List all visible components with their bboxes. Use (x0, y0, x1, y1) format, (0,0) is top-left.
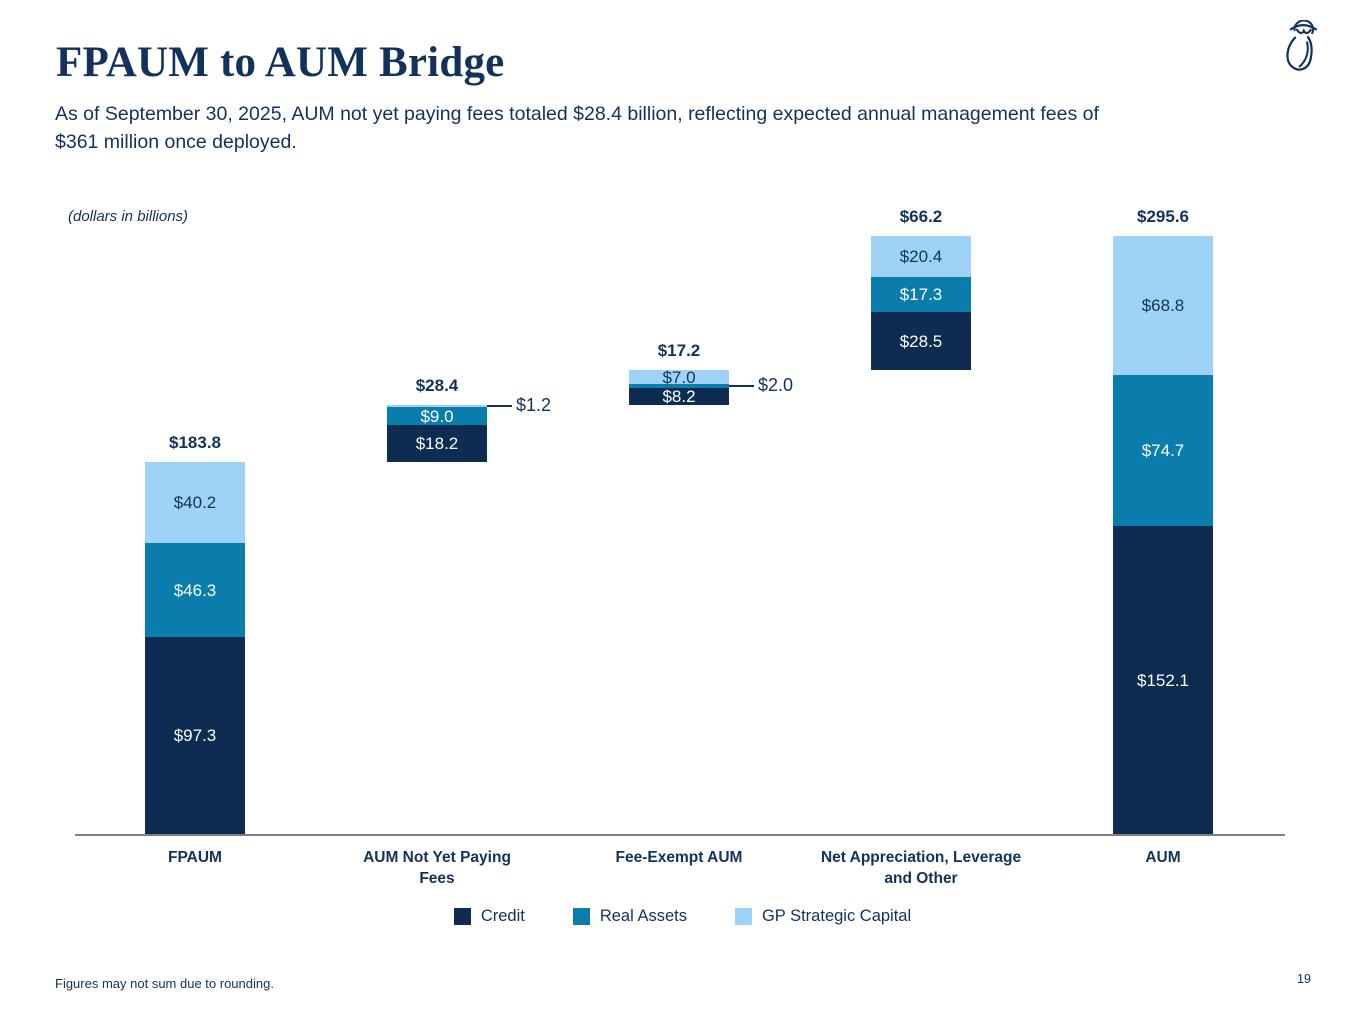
bar-total-label: $66.2 (899, 207, 943, 226)
segment-value-label: $20.4 (899, 247, 943, 267)
bar-total-label: $183.8 (169, 433, 221, 453)
bar-segment-gp-strategic-capital: $68.8 (1113, 236, 1213, 376)
category-label: AUM Not Yet Paying Fees (363, 849, 511, 887)
bar-segment-real-assets: $74.7 (1113, 375, 1213, 527)
bar-segment-credit: $97.3 (145, 637, 245, 834)
callout-line (487, 404, 512, 407)
bar-total-label: $17.2 (657, 340, 701, 360)
page-title: FPAUM to AUM Bridge (56, 39, 505, 86)
x-axis-line (75, 834, 1285, 836)
segment-value-label: $18.2 (415, 434, 459, 454)
segment-value-label: $9.0 (420, 406, 454, 426)
category-label: Fee-Exempt AUM (615, 849, 743, 866)
bar-segment-gp-strategic-capital: $7.0 (629, 367, 729, 387)
segment-value-label: $152.1 (1137, 670, 1189, 690)
segment-value-label: $8.2 (662, 386, 696, 406)
owl-logo-icon (1286, 20, 1318, 71)
legend-label: Credit (480, 907, 525, 925)
category-label: Net Appreciation, Leverage and Other (820, 849, 1022, 887)
page-number: 19 (1297, 972, 1311, 986)
bar-segment-gp-strategic-capital: $20.4 (871, 236, 971, 278)
bar-segment-credit: $152.1 (1113, 526, 1213, 834)
legend-label: Real Assets (599, 907, 687, 925)
footnote: Figures may not sum due to rounding. (55, 976, 274, 991)
page-subtitle: As of September 30, 2025, AUM not yet pa… (55, 103, 1099, 153)
bar-segment-gp-strategic-capital: $40.2 (145, 462, 245, 544)
legend-swatch-icon (453, 908, 471, 925)
segment-value-label: $7.0 (662, 367, 696, 387)
bar-segment-real-assets (629, 384, 729, 389)
category-label: AUM (1145, 849, 1181, 866)
legend-item-real-assets: Real Assets (572, 907, 687, 926)
category-label: FPAUM (168, 849, 222, 866)
segment-value-label: $28.5 (899, 331, 943, 351)
bar-segment-credit: $28.5 (871, 312, 971, 370)
segment-value-label: $46.3 (173, 580, 217, 600)
bar-segment-real-assets: $46.3 (145, 543, 245, 638)
legend-item-gp-strategic-capital: GP Strategic Capital (734, 907, 912, 926)
segment-value-label: $17.3 (899, 285, 943, 305)
bar-segment-real-assets: $9.0 (387, 406, 487, 426)
bar-segment-real-assets: $17.3 (871, 277, 971, 313)
segment-value-label: $97.3 (173, 726, 217, 746)
bar-segment-credit: $18.2 (387, 425, 487, 463)
legend-label: GP Strategic Capital (761, 907, 912, 925)
legend-item-credit: Credit (453, 907, 525, 926)
callout-value-label: $1.2 (516, 394, 552, 415)
legend-swatch-icon (572, 908, 590, 925)
callout-line (729, 385, 754, 388)
bar-segment-gp-strategic-capital (387, 404, 487, 408)
legend-swatch-icon (734, 908, 752, 925)
segment-value-label: $68.8 (1141, 296, 1185, 316)
segment-value-label: $74.7 (1141, 441, 1185, 461)
chart-legend: Credit Real Assets GP Strategic Capital (0, 907, 1365, 926)
bar-segment-credit: $8.2 (629, 388, 729, 405)
segment-value-label: $40.2 (173, 493, 217, 513)
units-note: (dollars in billions) (68, 208, 189, 225)
callout-value-label: $2.0 (758, 375, 794, 396)
bar-total-label: $295.6 (1137, 207, 1189, 226)
bar-total-label: $28.4 (415, 375, 459, 395)
